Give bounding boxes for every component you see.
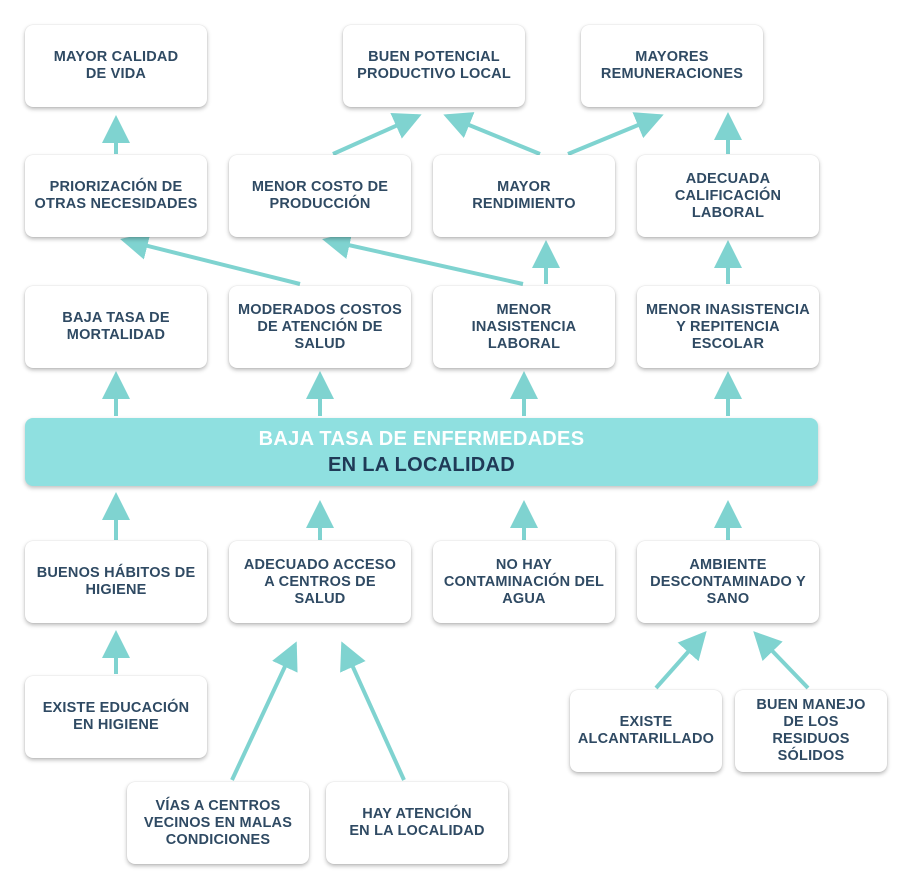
arrow-atencion-to-acceso: [340, 641, 406, 781]
central-title-line1: BAJA TASA DE ENFERMEDADES: [258, 428, 585, 450]
node-adecuada-calificacion: ADECUADA CALIFICACIÓN LABORAL: [637, 155, 819, 237]
node-existe-educacion: EXISTE EDUCACIÓN EN HIGIENE: [25, 676, 207, 758]
node-mayor-calidad-de-vida: MAYOR CALIDAD DE VIDA: [25, 25, 207, 107]
node-no-contaminacion-agua: NO HAY CONTAMINACIÓN DEL AGUA: [433, 541, 615, 623]
central-problem-box: BAJA TASA DE ENFERMEDADES EN LA LOCALIDA…: [25, 418, 818, 486]
arrow-manejo-to-ambiente: [753, 631, 810, 690]
arrow-inasistencia-to-costo: [322, 231, 524, 286]
arrow-moderados-to-priorizacion: [120, 232, 301, 286]
node-ambiente-descontaminado: AMBIENTE DESCONTAMINADO Y SANO: [637, 541, 819, 623]
node-vias-malas-condiciones: VÍAS A CENTROS VECINOS EN MALAS CONDICIO…: [127, 782, 309, 864]
arrow-rendimiento-to-remuneraciones: [567, 112, 664, 156]
node-menor-inasistencia-laboral: MENOR INASISTENCIA LABORAL: [433, 286, 615, 368]
node-mayores-remuneraciones: MAYORES REMUNERACIONES: [581, 25, 763, 107]
node-menor-costo-produccion: MENOR COSTO DE PRODUCCIÓN: [229, 155, 411, 237]
node-moderados-costos: MODERADOS COSTOS DE ATENCIÓN DE SALUD: [229, 286, 411, 368]
node-adecuado-acceso: ADECUADO ACCESO A CENTROS DE SALUD: [229, 541, 411, 623]
arrow-costo-to-potencial: [332, 113, 422, 156]
node-priorizacion-necesidades: PRIORIZACIÓN DE OTRAS NECESIDADES: [25, 155, 207, 237]
arrow-alcantarillado-to-ambiente: [654, 631, 707, 690]
node-baja-mortalidad: BAJA TASA DE MORTALIDAD: [25, 286, 207, 368]
central-title-line2: EN LA LOCALIDAD: [327, 454, 516, 476]
node-buenos-habitos: BUENOS HÁBITOS DE HIGIENE: [25, 541, 207, 623]
arrow-vias-to-acceso: [230, 641, 298, 781]
arrow-rendimiento-to-potencial: [443, 112, 541, 156]
node-mayor-rendimiento: MAYOR RENDIMIENTO: [433, 155, 615, 237]
node-existe-alcantarillado: EXISTE ALCANTARILLADO: [570, 690, 722, 772]
node-buen-potencial-productivo: BUEN POTENCIAL PRODUCTIVO LOCAL: [343, 25, 525, 107]
node-buen-manejo-residuos: BUEN MANEJO DE LOS RESIDUOS SÓLIDOS: [735, 690, 887, 772]
node-menor-inasistencia-escolar: MENOR INASISTENCIA Y REPITENCIA ESCOLAR: [637, 286, 819, 368]
node-hay-atencion-localidad: HAY ATENCIÓN EN LA LOCALIDAD: [326, 782, 508, 864]
